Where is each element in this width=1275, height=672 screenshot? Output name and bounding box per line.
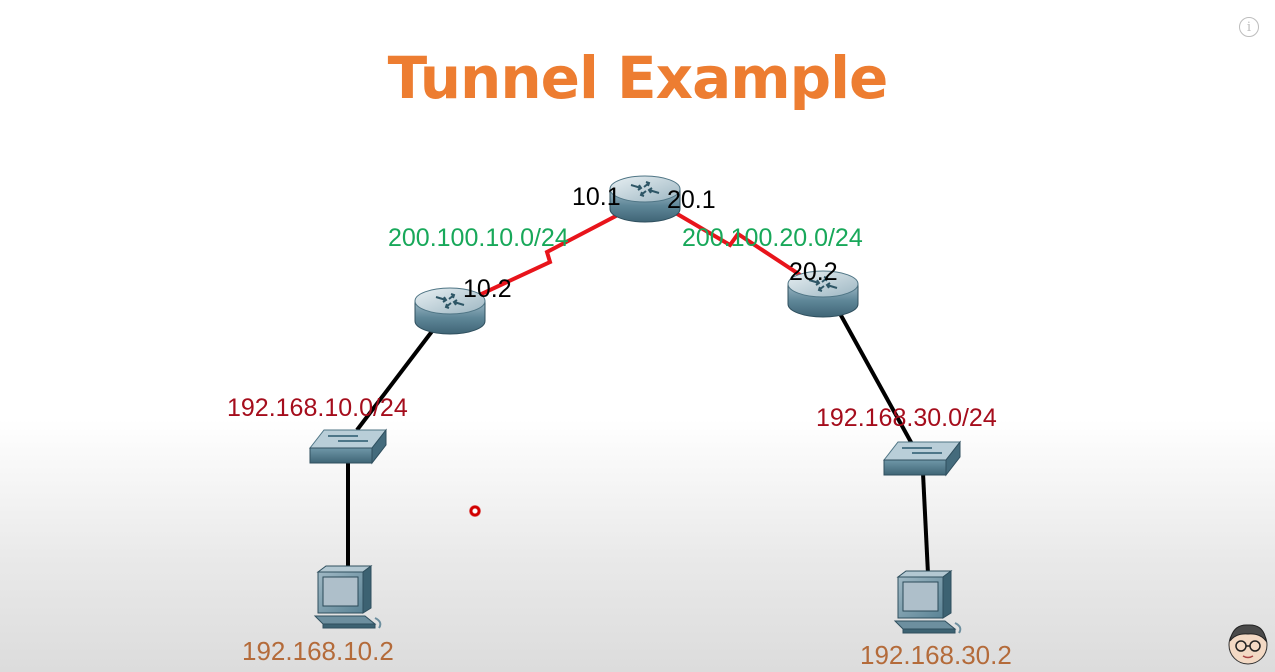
lan-right-network-label: 192.168.30.0/24 (816, 404, 997, 432)
left-router-interface-label: 10.2 (463, 275, 512, 303)
right-router-interface-label: 20.2 (789, 258, 838, 286)
laser-pointer-dot (469, 505, 481, 517)
left-switch-icon (309, 429, 387, 464)
link-left-router-to-left-switch (355, 328, 435, 432)
info-icon[interactable]: i (1239, 17, 1259, 37)
wan-left-network-label: 200.100.10.0/24 (388, 224, 569, 252)
slide-title: Tunnel Example (387, 44, 889, 112)
right-switch-icon (883, 441, 961, 476)
lan-left-network-label: 192.168.10.0/24 (227, 394, 408, 422)
wan-link-left (459, 203, 638, 306)
left-pc-label: 192.168.10.2 (242, 636, 394, 666)
avatar-icon (1228, 624, 1268, 665)
right-pc-icon (894, 570, 962, 634)
right-pc-label: 192.168.30.2 (860, 640, 1012, 670)
left-pc-icon (314, 565, 382, 629)
center-router-left-interface-label: 10.1 (572, 183, 621, 211)
link-right-router-to-right-switch (836, 309, 914, 445)
wan-right-network-label: 200.100.20.0/24 (682, 224, 863, 252)
wan-link-right (648, 196, 822, 290)
link-right-switch-to-right-pc (921, 472, 930, 575)
center-router-right-interface-label: 20.1 (667, 186, 716, 214)
